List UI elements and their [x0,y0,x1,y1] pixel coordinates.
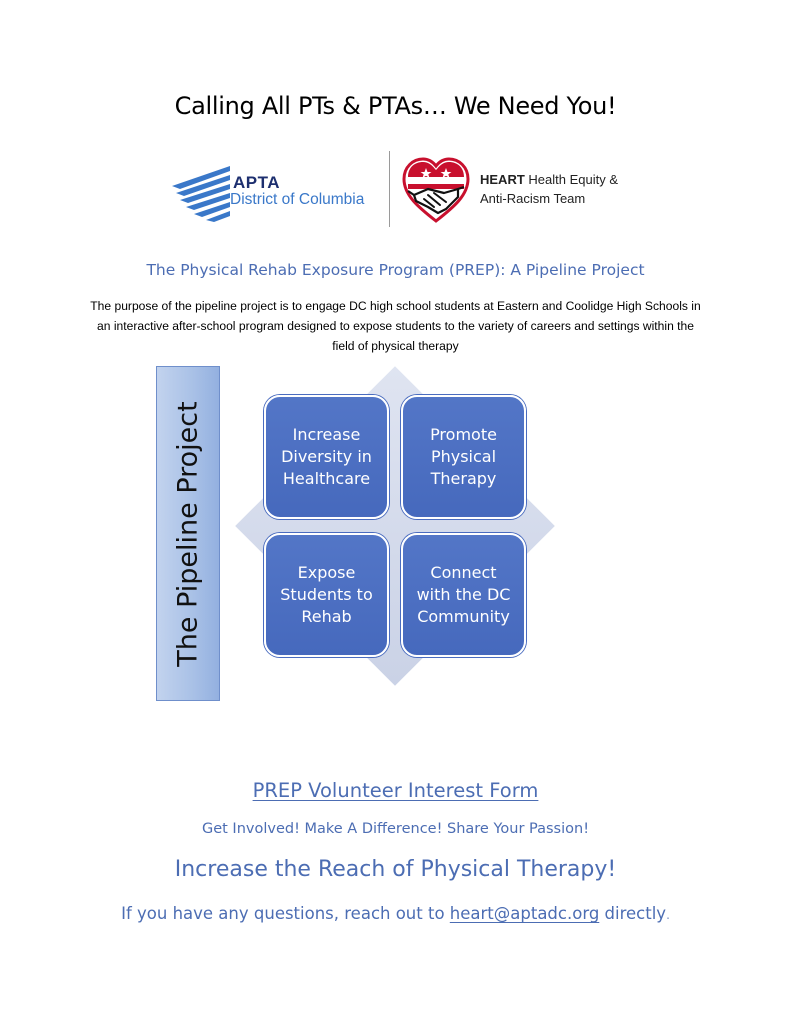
volunteer-interest-form-link[interactable]: PREP Volunteer Interest Form [252,779,539,802]
heart-team-name: HEART Health Equity & Anti-Racism Team [480,170,618,208]
heart-handshake-icon [402,157,470,223]
logo-divider [389,151,390,227]
purpose-paragraph: The purpose of the pipeline project is t… [90,299,701,353]
box-increase-diversity: Increase Diversity in Healthcare [264,395,389,519]
apta-dc-logo: APTA District of Columbia [170,162,385,224]
apta-stripes-icon [172,166,230,222]
tagline: Get Involved! Make A Difference! Share Y… [201,821,590,837]
contact-prefix: If you have any questions, reach out to [121,904,450,923]
contact-suffix: directly [599,904,667,923]
reach-statement: Increase the Reach of Physical Therapy! [174,857,617,882]
heart-name-bold: HEART [480,172,525,187]
pipeline-banner: The Pipeline Project [156,366,220,701]
contact-email-link[interactable]: heart@aptadc.org [449,904,600,923]
box-promote-physical-therapy: Promote Physical Therapy [401,395,526,519]
box-expose-students: Expose Students to Rehab [264,533,389,657]
program-title: The Physical Rehab Exposure Program (PRE… [146,261,645,279]
apta-name: APTA [233,173,281,192]
heart-name-line2: Anti-Racism Team [480,191,586,206]
contact-line: If you have any questions, reach out to … [0,904,791,923]
apta-subtitle: District of Columbia [230,191,365,208]
pipeline-banner-label: The Pipeline Project [172,400,204,667]
box-connect-community: Connect with the DC Community [401,533,526,657]
contact-period: . [666,908,670,922]
heart-name-rest: Health Equity & [524,172,618,187]
page-headline: Calling All PTs & PTAs… We Need You! [174,92,617,120]
